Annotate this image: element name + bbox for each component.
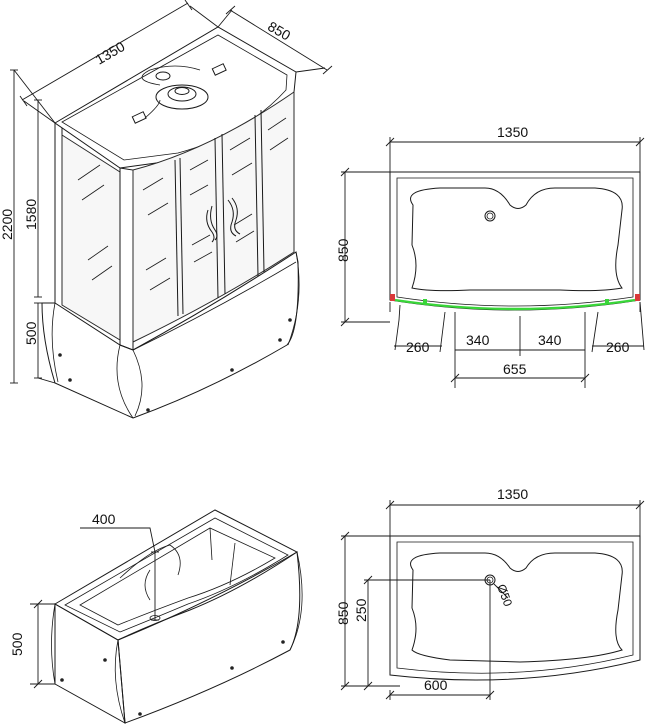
tub-front-panel [54,603,126,724]
tub-side-panel [117,551,301,724]
tub-depth-label: 400 [92,511,116,527]
tub-rim [54,509,298,641]
cabin-top-plan-view: 1350 850 260 340 340 260 [335,124,645,388]
tub-plan-depth-label: 850 [335,601,351,625]
tub-plan-inner-bowl [410,552,623,663]
plan-right-door-label: 340 [538,332,562,348]
cabin-left-glass [61,134,121,341]
cabin-height-label: 1580 [23,199,39,230]
roof-light-icon [155,84,209,110]
door-handle-right-icon [227,199,237,237]
door-handle-left-icon [206,209,215,243]
plan-entry-label: 655 [503,361,527,377]
cabin-depth-label: 850 [265,18,293,44]
tub-plan-drain-x-label: 600 [424,677,448,693]
tub-top-plan-view: 1350 850 250 600 Ø50 [335,486,645,700]
plan-inner-bowl [410,187,623,292]
side-seal-right [635,294,640,301]
tub-iso-view: 400 500 [9,509,303,724]
plan-drain-icon [484,210,496,222]
cabin-iso-view: 1350 850 2200 1580 500 [0,0,333,419]
plan-right-side-label: 260 [606,339,630,355]
tub-height-label: 500 [9,632,25,656]
plan-left-side-label: 260 [406,339,430,355]
cabin-front-post [119,167,134,351]
plan-left-door-label: 340 [466,332,490,348]
tub-inner [79,527,276,626]
tub-plan-drain-y-label: 250 [353,598,369,622]
plan-depth-label: 850 [335,238,351,262]
cabin-front-glass [132,91,295,343]
tub-plan-drain-diameter-label: Ø50 [494,582,515,608]
plan-outer-rim [389,171,641,311]
cabin-base-height-label: 500 [23,321,39,345]
plan-width-label: 1350 [497,124,528,140]
roof-fan-icon [155,71,171,81]
tub-plan-width-label: 1350 [497,486,528,502]
cabin-total-height-label: 2200 [0,209,15,240]
cabin-width-label: 1350 [93,38,128,68]
tub-plan-outer-rim [389,535,641,681]
side-seal-left [390,294,395,301]
